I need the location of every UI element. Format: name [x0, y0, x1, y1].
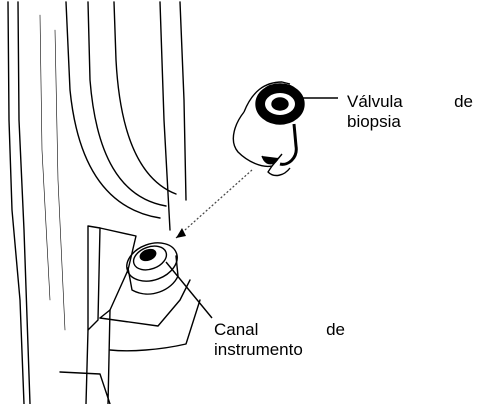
handle-left-edge-inner [18, 2, 30, 404]
shading-strip [55, 30, 65, 330]
channel-side-2 [108, 310, 110, 404]
biopsy-valve-label-line1: Válvula de [347, 92, 473, 112]
channel-lower-curve-2 [60, 372, 110, 404]
body-curve-inner [88, 2, 166, 206]
biopsy-valve-word2: de [454, 92, 473, 112]
instrument-channel-label-line1: Canal de [214, 320, 345, 340]
instrument-channel-label: Canal de instrumento [214, 320, 345, 360]
assembly-dotted-line [176, 170, 252, 238]
channel-side [86, 330, 88, 404]
biopsy-valve-label: Válvula de biopsia [347, 92, 473, 132]
assembly-arrowhead [176, 228, 186, 238]
instrument-channel-word2: de [326, 320, 345, 340]
channel-face [100, 228, 136, 318]
channel-port-body [128, 256, 178, 294]
biopsy-valve-word1: Válvula [347, 92, 403, 112]
body-right-edge [160, 2, 170, 230]
instrument-channel-label-line2: instrumento [214, 340, 345, 360]
body-right-edge-2 [180, 2, 186, 200]
biopsy-valve-drawing [233, 82, 304, 175]
channel-block [88, 226, 100, 330]
shading-strip [40, 15, 50, 300]
instrument-channel-word1: Canal [214, 320, 258, 340]
body-curve-left [66, 2, 160, 218]
handle-left-edge [8, 2, 24, 404]
leader-line-channel [166, 262, 212, 318]
biopsy-valve-label-line2: biopsia [347, 112, 473, 132]
